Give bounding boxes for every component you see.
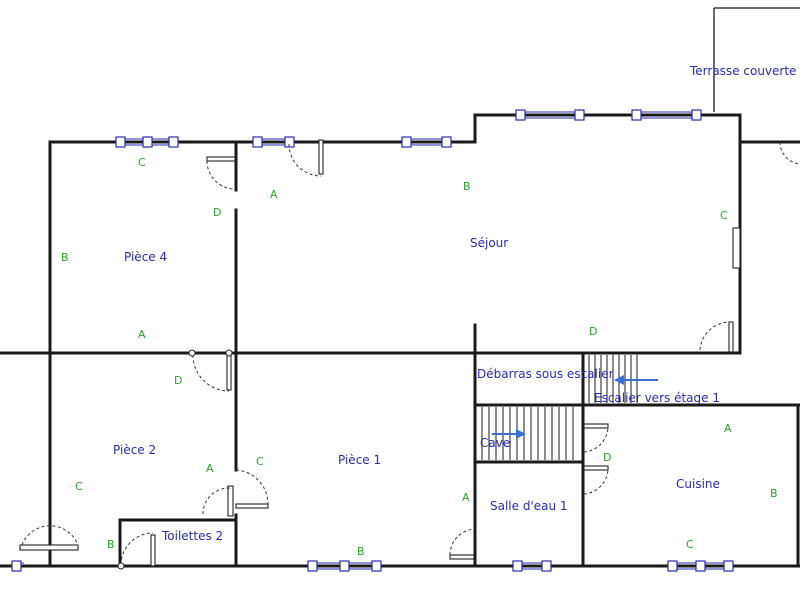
room-label-escalier: Escalier vers étage 1 bbox=[594, 391, 720, 405]
stairs-upper bbox=[588, 355, 658, 403]
wall-letter: C bbox=[75, 480, 83, 493]
wall-letter: B bbox=[107, 538, 115, 551]
wall-letter: A bbox=[462, 491, 470, 504]
window-piece1-bottom bbox=[307, 560, 382, 572]
wall-letter: C bbox=[686, 538, 694, 551]
room-label-salle-eau: Salle d'eau 1 bbox=[490, 499, 568, 513]
wall-letter: D bbox=[174, 374, 182, 387]
window-piece4-top bbox=[115, 136, 179, 148]
wall-letter: B bbox=[770, 487, 778, 500]
walls bbox=[0, 113, 800, 568]
wall-letter: B bbox=[463, 180, 471, 193]
wall-letter: C bbox=[138, 156, 146, 169]
door-right-top-arc bbox=[779, 141, 800, 165]
door-piece2-left bbox=[19, 525, 79, 551]
wall-letter: D bbox=[213, 206, 221, 219]
wall-letter: D bbox=[589, 325, 597, 338]
wall-letter: A bbox=[724, 422, 732, 435]
window-sejour-top-left bbox=[252, 136, 295, 148]
door-sejour-right bbox=[699, 321, 734, 353]
window-piece2-bottom-left bbox=[11, 560, 24, 572]
wall-letter: A bbox=[206, 462, 214, 475]
room-label-piece4: Pièce 4 bbox=[124, 250, 167, 264]
room-label-toilettes: Toilettes 2 bbox=[161, 529, 223, 543]
door-cuisine-left bbox=[583, 465, 609, 495]
wall-letters: C B A D A B C D D A C B C A B D A B C bbox=[61, 156, 778, 558]
doors bbox=[19, 139, 800, 570]
room-label-terrasse: Terrasse couverte bbox=[689, 64, 796, 78]
window-sejour-top-right2 bbox=[631, 109, 702, 121]
window-salle-eau-bottom bbox=[512, 560, 552, 572]
door-salle-eau bbox=[449, 528, 477, 560]
door-sejour-top bbox=[288, 139, 324, 177]
door-piece1-left bbox=[235, 469, 269, 509]
room-labels: Terrasse couverte Séjour Pièce 4 Débarra… bbox=[113, 64, 796, 543]
room-label-debarras: Débarras sous escalier bbox=[477, 367, 614, 381]
door-piece4 bbox=[206, 156, 236, 190]
wall-letter: A bbox=[270, 188, 278, 201]
wall-letter: B bbox=[357, 545, 365, 558]
stairs-cave bbox=[481, 407, 574, 460]
wall-letter: C bbox=[720, 209, 728, 222]
door-toilettes-bottom bbox=[117, 532, 156, 570]
room-label-cuisine: Cuisine bbox=[676, 477, 720, 491]
windows bbox=[11, 109, 734, 572]
room-label-cave: Cave bbox=[480, 436, 510, 450]
window-sejour-top-mid bbox=[401, 136, 452, 148]
wall-letter: B bbox=[61, 251, 69, 264]
door-piece2 bbox=[188, 349, 233, 392]
wall-letter: A bbox=[138, 328, 146, 341]
sejour-right-niche bbox=[732, 227, 741, 269]
door-cave bbox=[583, 423, 609, 453]
wall-letter: D bbox=[603, 451, 611, 464]
room-label-sejour: Séjour bbox=[470, 236, 508, 250]
room-label-piece1: Pièce 1 bbox=[338, 453, 381, 467]
terrasse-outline bbox=[713, 7, 800, 112]
wall-letter: C bbox=[256, 455, 264, 468]
room-label-piece2: Pièce 2 bbox=[113, 443, 156, 457]
door-toilettes bbox=[202, 485, 234, 517]
window-sejour-top-right1 bbox=[515, 109, 585, 121]
window-cuisine-bottom bbox=[667, 560, 734, 572]
